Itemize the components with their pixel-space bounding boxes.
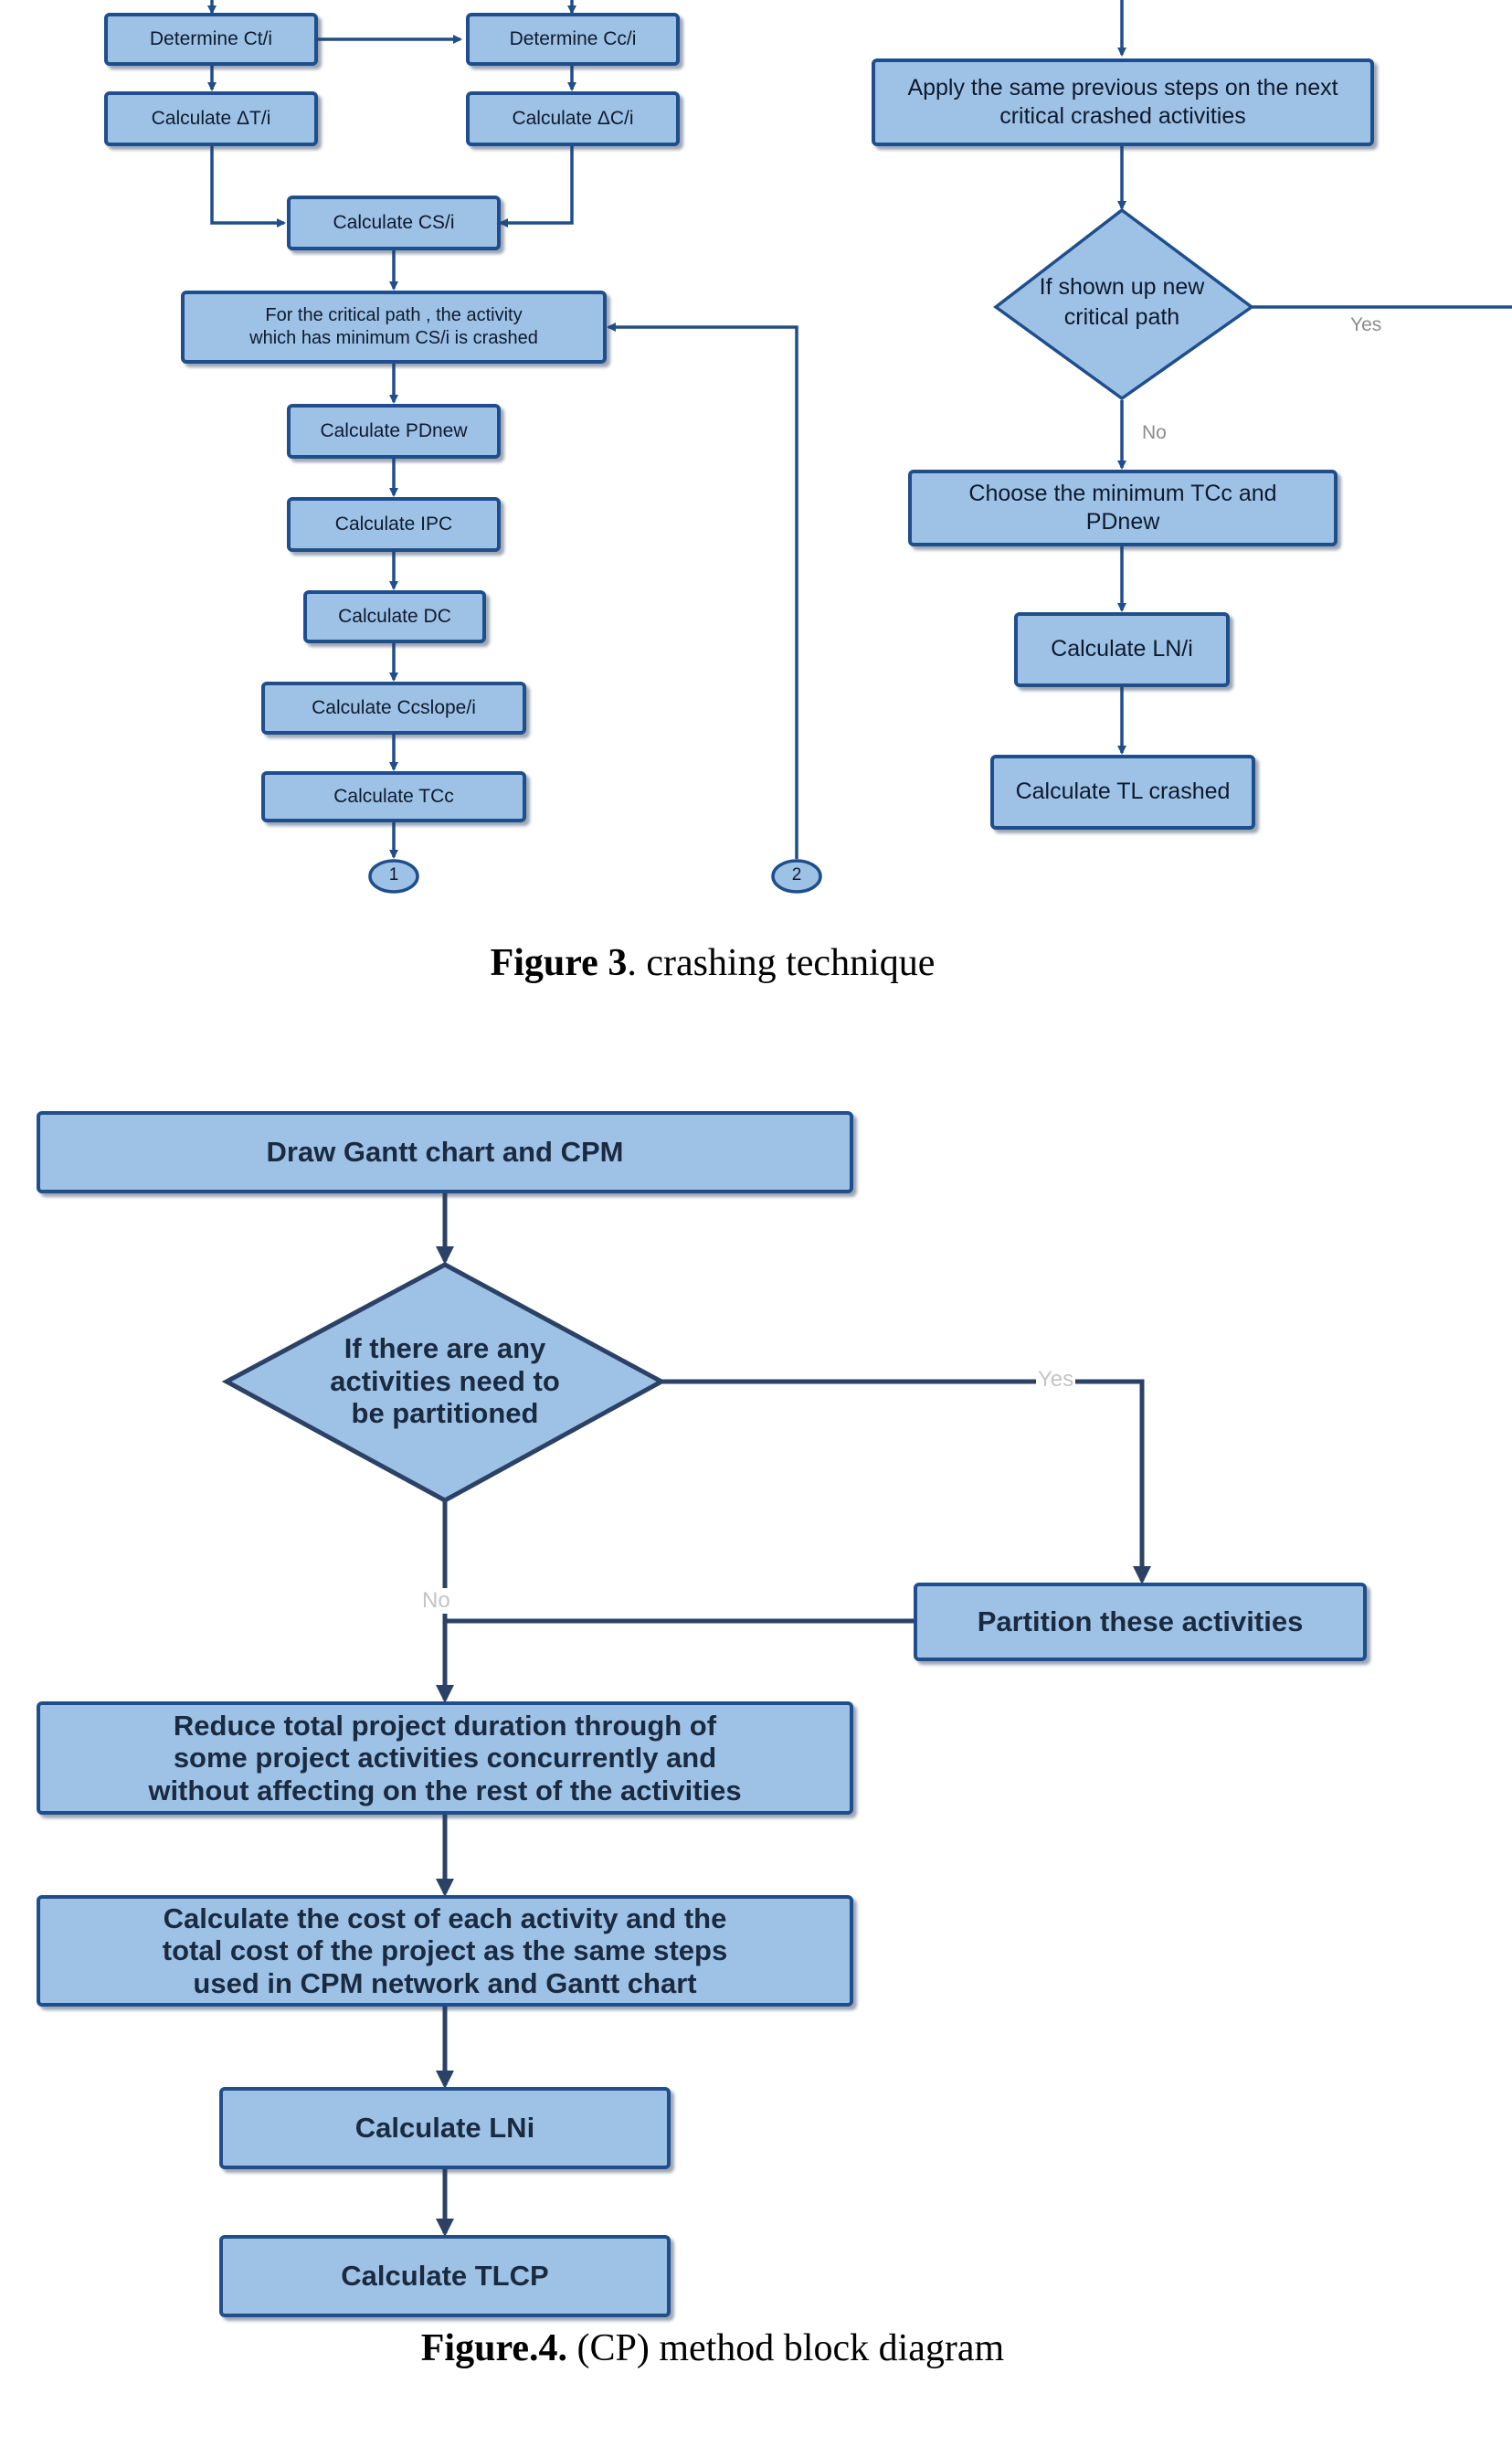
apply-steps-line-2: critical crashed activities: [999, 103, 1246, 129]
decision-new-critical-path-text: If shown up new critical path: [996, 272, 1248, 332]
yes-label-fig4: Yes: [1036, 1367, 1076, 1393]
calculate-ln-label: Calculate LN/i: [1051, 636, 1193, 662]
calculate-ipc-label: Calculate IPC: [334, 513, 453, 535]
calculate-tl-crashed-box: Calculate TL crashed: [990, 755, 1255, 830]
determine-ct-box: Determine Ct/i: [104, 13, 318, 66]
reduce-duration-box: Reduce total project duration through of…: [37, 1701, 853, 1815]
arrow-connector2-to-critical: [607, 323, 798, 859]
calculate-cost-line-3: used in CPM network and Gantt chart: [193, 1966, 697, 1999]
figure-4-caption-text: (CP) method block diagram: [566, 2327, 1005, 2369]
critical-path-box: For the critical path , the activity whi…: [181, 291, 607, 364]
yes-label: Yes: [1350, 314, 1382, 335]
determine-cc-label: Determine Cc/i: [509, 27, 637, 49]
calculate-pdnew-label: Calculate PDnew: [320, 419, 468, 441]
connector-1: [368, 859, 419, 894]
figure-3-caption-number: Figure 3: [490, 942, 628, 984]
no-label-fig4: No: [420, 1588, 452, 1614]
determine-cc-box: Determine Cc/i: [466, 13, 680, 66]
determine-ct-label: Determine Ct/i: [149, 27, 273, 49]
calculate-tl-crashed-label: Calculate TL crashed: [1015, 779, 1231, 805]
decision-line-2: critical path: [1063, 303, 1180, 330]
calculate-dt-label: Calculate ΔT/i: [151, 107, 271, 129]
reduce-duration-line-3: without affecting on the rest of the act…: [148, 1774, 742, 1806]
calculate-tcc-label: Calculate TCc: [333, 785, 454, 807]
calculate-ln-i-label: Calculate LNi: [354, 2111, 535, 2144]
calculate-ln-i-box: Calculate LNi: [219, 2087, 671, 2169]
calculate-dc-box: Calculate DC: [303, 590, 486, 643]
draw-gantt-box: Draw Gantt chart and CPM: [37, 1111, 853, 1193]
connector-2-label: 2: [791, 865, 802, 885]
arrow-decision-yes: [661, 1379, 1151, 1584]
figure-3-caption-text: . crashing technique: [627, 942, 936, 984]
calculate-tl-cp-label: Calculate TLCP: [341, 2259, 549, 2292]
decision-partition-line-1: If there are any: [344, 1332, 546, 1364]
calculate-pdnew-box: Calculate PDnew: [287, 404, 501, 459]
decision-partition-line-3: be partitioned: [351, 1397, 539, 1430]
figure-4-caption: Figure.4. (CP) method block diagram: [0, 2326, 1425, 2370]
calculate-ipc-box: Calculate IPC: [287, 497, 501, 552]
choose-minimum-line-1: Choose the minimum TCc and: [968, 480, 1277, 506]
calculate-dc-label: Calculate DC: [338, 605, 451, 627]
arrow-dc-to-cs: [499, 146, 574, 228]
choose-minimum-line-2: PDnew: [1085, 509, 1160, 535]
calculate-tcc-box: Calculate TCc: [261, 771, 526, 822]
calculate-cost-box: Calculate the cost of each activity and …: [37, 1895, 853, 2007]
partition-label: Partition these activities: [977, 1605, 1304, 1637]
choose-minimum-box: Choose the minimum TCc and PDnew: [908, 470, 1338, 546]
calculate-cost-line-1: Calculate the cost of each activity and …: [163, 1901, 727, 1934]
decision-partition-text: If there are any activities need to be p…: [274, 1332, 616, 1430]
decision-partition-line-2: activities need to: [330, 1364, 560, 1397]
no-label: No: [1142, 422, 1167, 443]
calculate-ccslope-label: Calculate Ccslope/i: [312, 696, 476, 718]
partition-box: Partition these activities: [914, 1583, 1367, 1661]
connector-2: [771, 859, 822, 894]
calculate-dc-i-box: Calculate ΔC/i: [466, 91, 680, 146]
calculate-cs-label: Calculate CS/i: [333, 211, 455, 233]
decision-new-critical-path: [993, 207, 1254, 401]
connector-1-label: 1: [388, 865, 399, 885]
critical-path-line-1: For the critical path , the activity: [265, 305, 523, 325]
decision-partition: [221, 1262, 667, 1503]
arrow-dt-to-cs: [210, 146, 286, 228]
calculate-tl-cp-box: Calculate TLCP: [219, 2235, 671, 2317]
decision-line-1: If shown up new: [1039, 274, 1205, 300]
figure-4-caption-number: Figure.4.: [420, 2327, 567, 2369]
calculate-ccslope-box: Calculate Ccslope/i: [261, 682, 526, 735]
draw-gantt-label: Draw Gantt chart and CPM: [266, 1135, 624, 1168]
reduce-duration-line-1: Reduce total project duration through of: [173, 1709, 717, 1742]
figure-3-caption: Figure 3. crashing technique: [0, 941, 1425, 985]
apply-steps-box: Apply the same previous steps on the nex…: [872, 58, 1374, 146]
calculate-dc-i-label: Calculate ΔC/i: [512, 107, 634, 129]
reduce-duration-line-2: some project activities concurrently and: [173, 1742, 717, 1774]
calculate-cost-line-2: total cost of the project as the same st…: [162, 1934, 728, 1967]
calculate-dt-box: Calculate ΔT/i: [104, 91, 318, 146]
critical-path-line-2: which has minimum CS/i is crashed: [249, 328, 538, 348]
calculate-ln-box: Calculate LN/i: [1014, 612, 1230, 687]
apply-steps-line-1: Apply the same previous steps on the nex…: [907, 74, 1338, 101]
calculate-cs-box: Calculate CS/i: [287, 196, 501, 250]
